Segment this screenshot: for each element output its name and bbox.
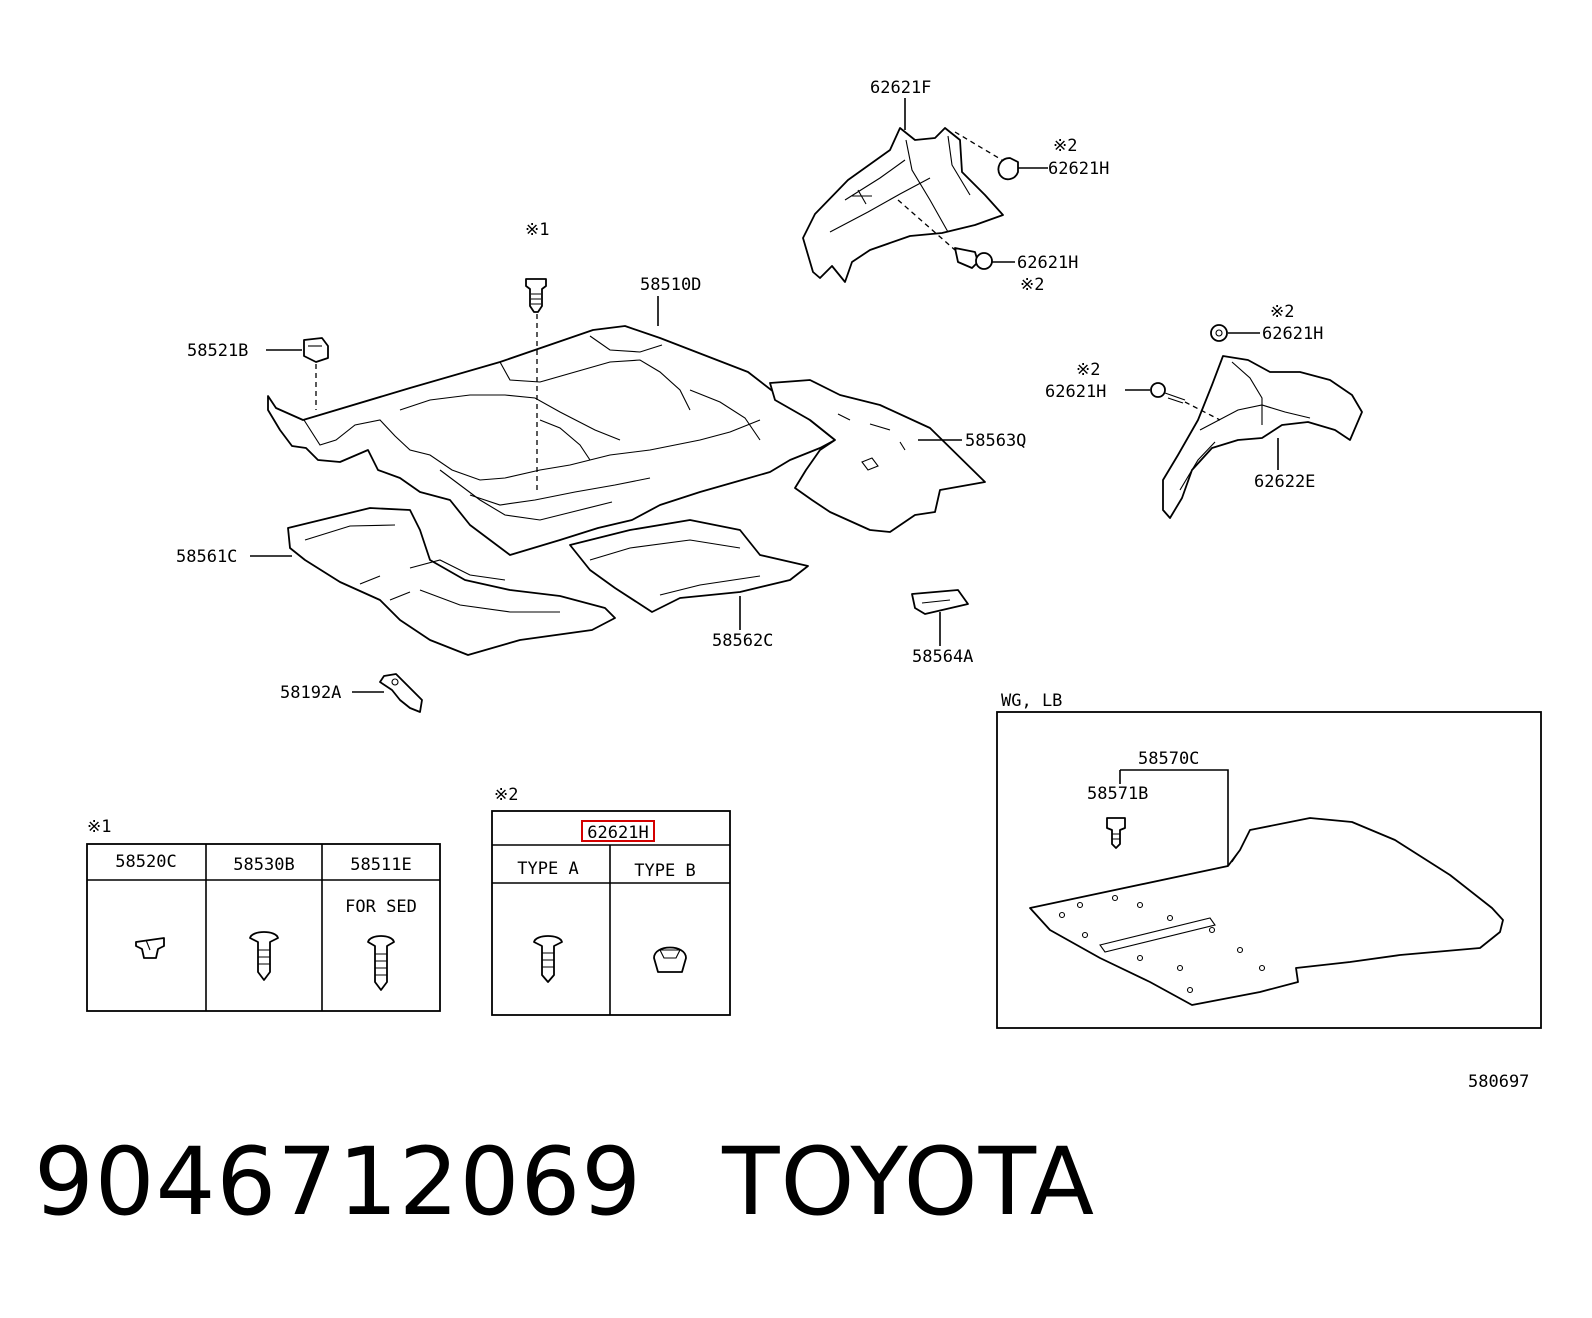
label-58564A: 58564A (912, 647, 973, 667)
inset-wg-lb: WG, LB 58570C 58571B (996, 691, 1542, 1029)
cargo-mat-58570C[interactable] (1029, 817, 1504, 1006)
inset-part-a: 58570C (1138, 749, 1199, 769)
table1-note: FOR SED (345, 897, 417, 917)
label-58562C: 58562C (712, 631, 773, 651)
plate-58564A[interactable] (911, 589, 969, 615)
table2-mark: ※2 (494, 785, 518, 805)
label-62621F: 62621F (870, 78, 931, 98)
table1-col-1: 58520C (115, 852, 176, 872)
rear-floor-mat-58563Q[interactable] (769, 379, 986, 533)
clip-62621H-c[interactable] (1210, 324, 1228, 342)
mark1-top: ※1 (525, 220, 549, 240)
mark2-b: ※2 (1020, 275, 1044, 295)
label-62621H-d: 62621H (1045, 382, 1106, 402)
front-floor-mat-58561C[interactable] (287, 507, 616, 656)
clip-58520C-drawing (135, 937, 165, 959)
bracket-58192A[interactable] (379, 673, 423, 713)
caption-brand: TOYOTA (722, 1128, 1096, 1237)
inset-title: WG, LB (1001, 691, 1062, 711)
rear-quarter-trim-lower[interactable] (1162, 355, 1363, 519)
clip-type-a-drawing (533, 935, 563, 983)
clip-62621H-a[interactable] (997, 157, 1019, 181)
table1-col-3: 58511E (350, 855, 411, 875)
table2-col-2: TYPE B (634, 861, 695, 881)
table1-mark: ※1 (87, 817, 111, 837)
label-62621H-a: 62621H (1048, 159, 1109, 179)
clip-type-b-drawing (653, 946, 687, 973)
label-62621H-c: 62621H (1262, 324, 1323, 344)
mark2-d: ※2 (1076, 360, 1100, 380)
clip-58511E-drawing (367, 935, 395, 991)
bracket-58521B[interactable] (303, 337, 329, 363)
clip-62621H-d[interactable] (1150, 382, 1186, 404)
mark2-a: ※2 (1053, 136, 1077, 156)
clip-58530B-drawing (249, 931, 279, 981)
diagram-code: 580697 (1468, 1072, 1529, 1092)
label-62621H-b: 62621H (1017, 253, 1078, 273)
label-58521B: 58521B (187, 341, 248, 361)
label-58561C: 58561C (176, 547, 237, 567)
table1-col-2: 58530B (233, 855, 294, 875)
table-clip-types-2: ※2 62621H TYPE A TYPE B (491, 785, 731, 1016)
table2-header: 62621H (587, 823, 648, 843)
floor-carpet-main[interactable] (267, 325, 836, 556)
caption-part-number: 9046712069 (34, 1128, 643, 1237)
table-clip-types-1: ※1 58520C 58530B 58511E FOR SED (86, 817, 441, 1012)
rear-quarter-trim-upper[interactable] (802, 127, 1004, 283)
mark2-c: ※2 (1270, 302, 1294, 322)
clip-mark1[interactable] (525, 278, 547, 313)
screw-58571B[interactable] (1106, 817, 1126, 849)
label-58192A: 58192A (280, 683, 341, 703)
front-floor-mat-58562C[interactable] (569, 519, 809, 613)
inset-part-b: 58571B (1087, 784, 1148, 804)
highlight-62621H (581, 820, 655, 842)
table2-col-1: TYPE A (517, 859, 578, 879)
label-58563Q: 58563Q (965, 431, 1026, 451)
label-62622E: 62622E (1254, 472, 1315, 492)
label-58510D: 58510D (640, 275, 701, 295)
clip-62621H-b[interactable] (954, 247, 993, 270)
